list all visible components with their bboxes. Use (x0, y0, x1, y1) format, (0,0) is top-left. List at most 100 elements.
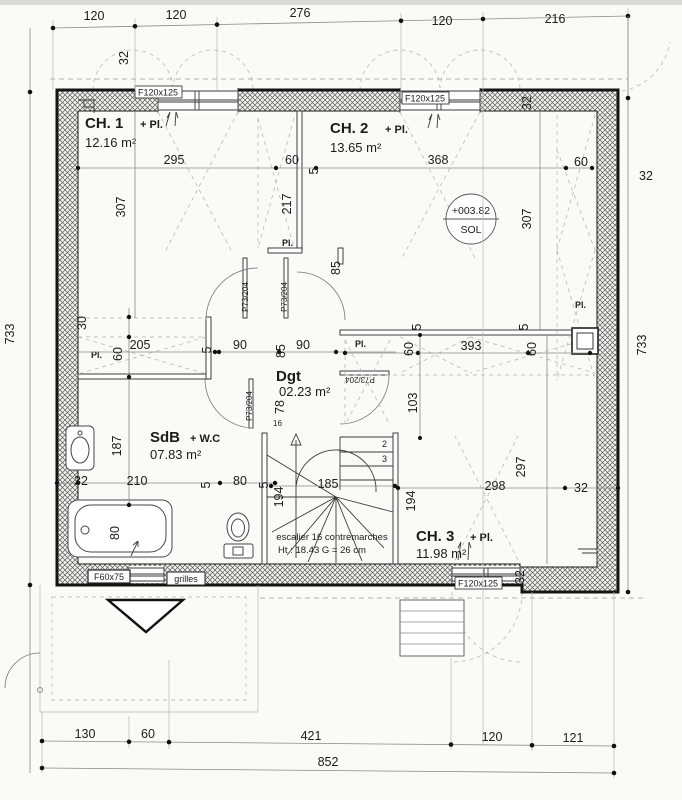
room-ch2-suffix: + Pl. (385, 124, 408, 136)
dim: 276 (290, 6, 311, 20)
dim: 187 (110, 436, 124, 457)
closet-label: Pl. (91, 350, 102, 360)
dim: 307 (114, 197, 128, 218)
dim: 130 (75, 727, 96, 741)
dim: 210 (127, 474, 148, 488)
stair-note-2: Ht : 18.43 G = 26 cm (278, 545, 366, 556)
dim-left-733: 733 (3, 324, 17, 345)
window-top-left: F120x125 (134, 85, 239, 127)
dimension-texts: 120 120 276 120 216 32 32 32 733 733 295… (3, 6, 653, 769)
toilet (223, 512, 254, 559)
interior-walls (77, 110, 598, 565)
dim: 80 (233, 474, 247, 488)
exterior-steps (399, 599, 465, 657)
doors: P73/204 P73/204 P73/204 P73/204 (204, 257, 390, 429)
dim: 32 (74, 474, 88, 488)
dim: 120 (482, 730, 503, 744)
sink (65, 425, 95, 471)
dim: 121 (563, 731, 584, 745)
svg-text:grilles: grilles (174, 574, 198, 584)
dim: 32 (520, 96, 534, 110)
window-label: F60x75 (94, 572, 124, 582)
door-label: P73/204 (241, 282, 250, 312)
dim: 5 (200, 346, 214, 353)
room-ch1-area: 12.16 m² (85, 135, 137, 150)
dim: 60 (285, 153, 299, 167)
window-top-right: F120x125 (399, 88, 481, 129)
dim: 90 (233, 338, 247, 352)
dim-total: 852 (318, 755, 339, 769)
door-label: P73/204 (345, 375, 375, 384)
dim: 5 (307, 167, 321, 174)
dim: 217 (280, 194, 294, 215)
room-dgt-name: Dgt (276, 368, 301, 385)
grille-label: grilles (166, 571, 206, 586)
dim: 32 (639, 169, 653, 183)
dim: 120 (84, 9, 105, 23)
dim: 80 (108, 526, 122, 540)
dim: 85 (329, 261, 343, 275)
door-label: P73/204 (280, 282, 289, 312)
dim: 5 (410, 323, 424, 330)
dim: 5 (517, 323, 531, 330)
level-floor: SOL (460, 224, 481, 236)
dim: 60 (525, 342, 539, 356)
dim: 32 (117, 51, 131, 65)
dim: 60 (141, 727, 155, 741)
closet-label: Pl. (282, 238, 293, 248)
room-ch3-suffix: + Pl. (470, 532, 493, 544)
dim: 32 (513, 570, 527, 584)
dim: 30 (75, 316, 89, 330)
room-sdb-suffix: + W.C (190, 433, 220, 445)
dim: 5 (257, 481, 271, 488)
stair-count: 16 (273, 419, 282, 428)
room-ch3-area: 11.98 m² (416, 546, 467, 561)
dim: 307 (520, 209, 534, 230)
entrance-arrow (104, 598, 187, 634)
door-label: P73/204 (245, 391, 254, 421)
dim: 297 (514, 457, 528, 478)
window-label: F120x125 (138, 88, 178, 98)
room-labels: CH. 1 + Pl. 12.16 m² CH. 2 + Pl. 13.65 m… (85, 115, 493, 561)
dim: 205 (130, 338, 151, 352)
level-value: +003.82 (452, 205, 490, 217)
stair-step-3: 3 (382, 454, 387, 464)
closet-dashes (77, 111, 596, 561)
bathtub (67, 499, 173, 558)
window-bottom-ch3: F120x125 (451, 541, 521, 590)
dim: 216 (545, 12, 566, 26)
dim: 368 (428, 153, 449, 167)
dim: 421 (301, 729, 322, 743)
dim: 5 (199, 481, 213, 488)
dim-right-733: 733 (635, 335, 649, 356)
stair-step-2: 2 (382, 439, 387, 449)
dim: 120 (166, 8, 187, 22)
scan-edge (0, 0, 682, 5)
room-sdb-name: SdB (150, 429, 180, 446)
dim: 60 (574, 155, 588, 169)
porch (4, 585, 259, 713)
dim: 103 (406, 393, 420, 414)
window-label: F120x125 (458, 579, 498, 589)
dim: 85 (274, 344, 288, 358)
dim: 194 (404, 491, 418, 512)
closet-label: Pl. (575, 300, 586, 310)
room-ch1-name: CH. 1 (85, 115, 123, 132)
window-label: F120x125 (405, 94, 445, 104)
window-bottom-sdb: F60x75 (87, 566, 165, 584)
room-sdb-area: 07.83 m² (150, 447, 202, 462)
staircase: 16 2 3 escalier 16 contremarches Ht : 18… (266, 419, 394, 563)
dim: 194 (272, 487, 286, 508)
dim: 295 (164, 153, 185, 167)
overhang-dashed-lines (50, 78, 645, 599)
dim: 90 (296, 338, 310, 352)
room-ch3-name: CH. 3 (416, 528, 454, 545)
dimension-lines (27, 8, 631, 778)
room-dgt-area: 02.23 m² (279, 384, 331, 399)
level-marker: +003.82 SOL (443, 193, 499, 245)
dim: 78 (273, 400, 287, 414)
dim: 120 (432, 14, 453, 28)
wall-corner-details (78, 99, 599, 562)
dim: 60 (402, 342, 416, 356)
